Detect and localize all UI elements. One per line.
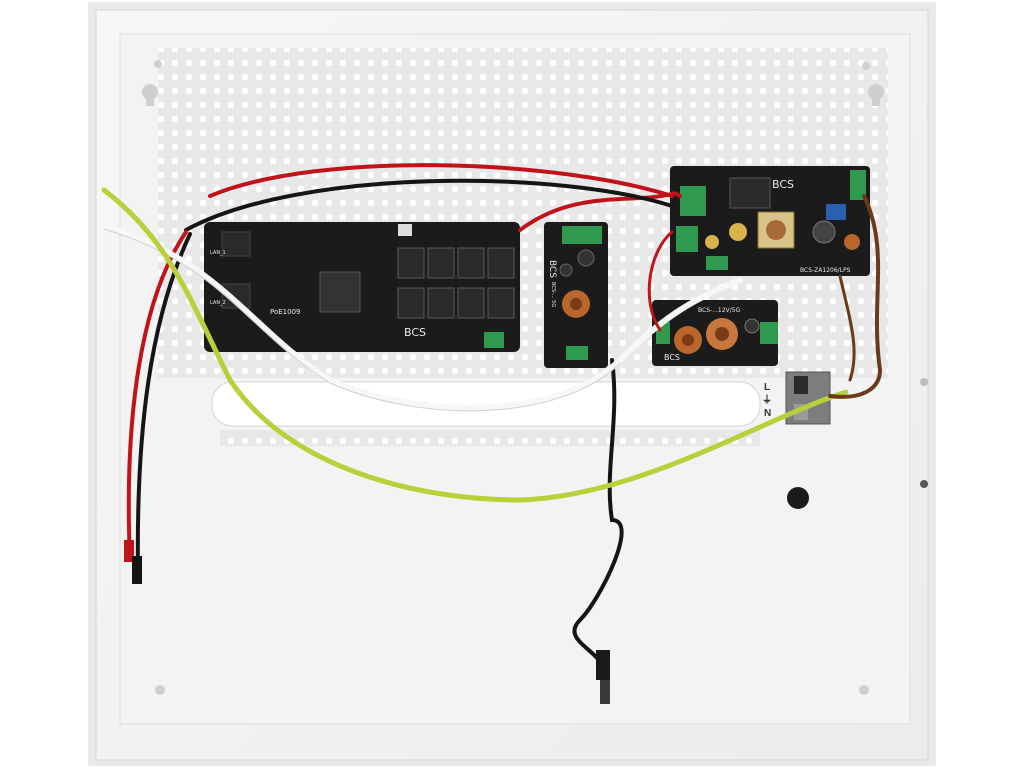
switch-brand-label: BCS bbox=[404, 326, 426, 339]
psu-board: BCS BCS-ZA1206/LPS bbox=[670, 166, 870, 276]
wire-red-loop bbox=[208, 163, 674, 198]
wire-ends-left bbox=[124, 540, 142, 584]
wires bbox=[101, 163, 883, 672]
keyhole-mount-right bbox=[862, 62, 884, 106]
stepdown-model-label: BCS-...12V/5G bbox=[698, 307, 740, 314]
screw-hole-bottom-right bbox=[859, 685, 869, 695]
keyhole-mount-left bbox=[142, 60, 162, 106]
poe-switch-board: BCS PoE1009 LAN_1 LAN_2 bbox=[204, 222, 520, 352]
switch-model-label: PoE1009 bbox=[270, 308, 301, 316]
dc-plug bbox=[596, 650, 610, 704]
psu-model-label: BCS-ZA1206/LPS bbox=[800, 267, 851, 274]
cable-gland-hole bbox=[787, 487, 809, 509]
screw-hole-bottom-left bbox=[155, 685, 165, 695]
stepdown-brand-label: BCS bbox=[664, 353, 680, 362]
wire-brown bbox=[828, 194, 883, 399]
side-hole bbox=[920, 480, 928, 488]
wire-red-top bbox=[518, 191, 682, 232]
terminal-label-n: N bbox=[764, 408, 771, 419]
wire-yellow-green bbox=[101, 187, 849, 503]
converter-model-label: BCS-... 5G bbox=[550, 282, 556, 307]
wire-black-dc bbox=[572, 358, 624, 672]
switch-port-label-2: LAN_2 bbox=[210, 300, 226, 306]
side-hole bbox=[920, 378, 928, 386]
switch-port-label-1: LAN_1 bbox=[210, 250, 226, 256]
wire-brown-2 bbox=[838, 274, 856, 382]
wire-white-shadow bbox=[103, 228, 621, 412]
converter-brand-label: BCS bbox=[547, 260, 557, 278]
terminal-label-earth: ⏚ bbox=[762, 394, 772, 406]
stepdown-board: BCS BCS-...12V/5G bbox=[652, 300, 778, 366]
terminal-label-l: L bbox=[764, 382, 770, 393]
wire-white bbox=[101, 223, 743, 411]
wire-black-loop bbox=[184, 178, 674, 232]
dc-converter-board: BCS BCS-... 5G bbox=[544, 222, 608, 368]
wire-red-psu bbox=[647, 230, 674, 332]
psu-brand-label: BCS bbox=[772, 178, 794, 191]
